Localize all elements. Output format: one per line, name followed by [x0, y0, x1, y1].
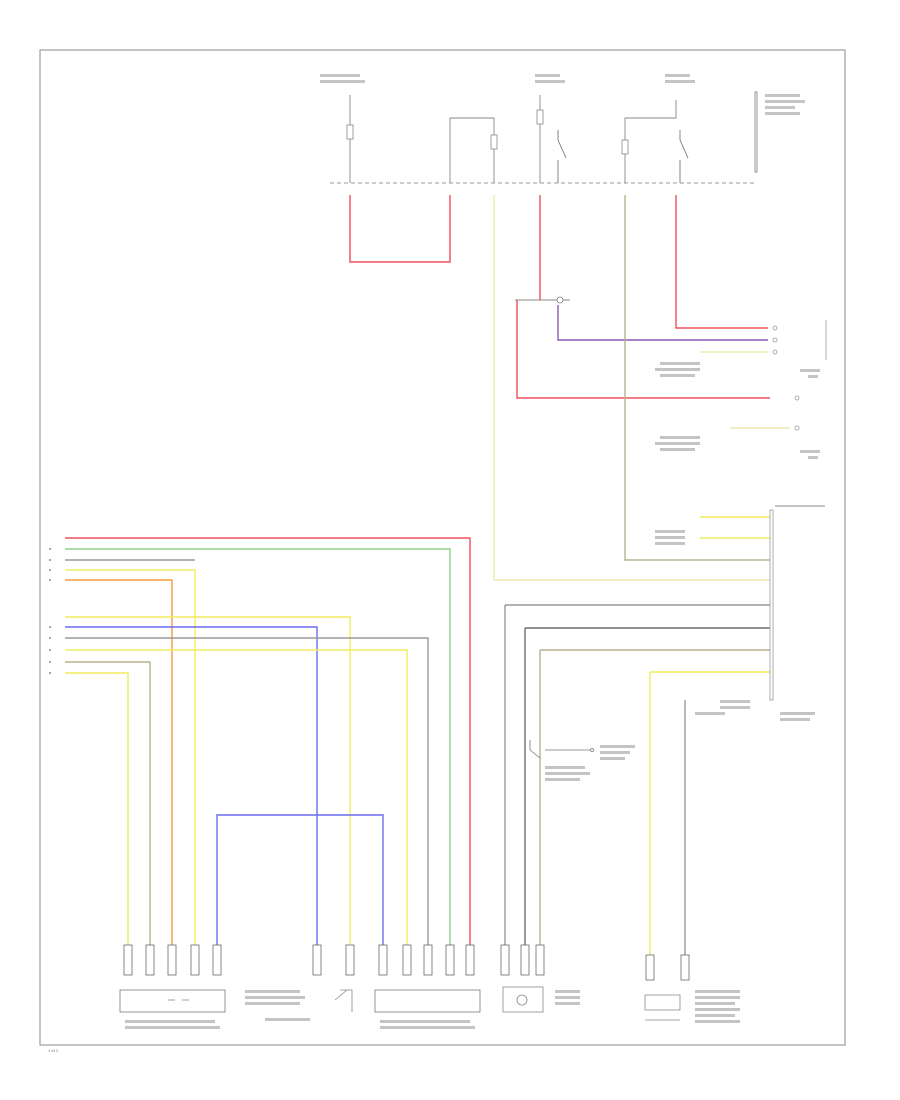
- wire-red-right-top: [675, 195, 768, 329]
- ground-icon: [515, 296, 570, 304]
- fuse-icon: [490, 134, 498, 150]
- connector-icon: [520, 944, 530, 976]
- wire-green-left: [65, 548, 451, 960]
- connector-icon: [167, 944, 177, 976]
- connector-icon: [500, 944, 510, 976]
- wire-blue-left: [65, 626, 318, 960]
- footer-code: 1 of 2: [48, 1049, 58, 1053]
- wire-yellow-left-a: [65, 569, 196, 960]
- wire-red-left: [65, 537, 471, 960]
- connector-pins: [123, 944, 690, 981]
- left-module-box: [119, 989, 226, 1013]
- connector-icon: [535, 944, 545, 976]
- switch-icon: [557, 130, 567, 183]
- wire-orange-left: [65, 579, 173, 960]
- wire-olive-right: [624, 195, 770, 561]
- label-placeholders: [125, 74, 825, 1029]
- connector-icon: [312, 944, 322, 976]
- right-sensor-a: [502, 986, 544, 1013]
- connector-icon: [123, 944, 133, 976]
- connector-icon: [445, 944, 455, 976]
- connector-icon: [212, 944, 222, 976]
- connector-icon: [645, 954, 655, 981]
- switch-icon: [529, 740, 594, 759]
- right-module-connector: [505, 509, 774, 701]
- connector-icon: [680, 954, 690, 981]
- wire-yellow-left-b: [65, 616, 351, 960]
- connector-icon: [145, 944, 155, 976]
- fuse-icon: [621, 139, 629, 155]
- wire-red-loop: [349, 195, 451, 263]
- wire-blue-bridge: [216, 814, 384, 960]
- connector-icon: [402, 944, 412, 976]
- connector-icon: [190, 944, 200, 976]
- fuse-icon: [536, 109, 544, 125]
- right-sensor-b: [644, 994, 681, 1021]
- wire-purple: [557, 305, 768, 341]
- wire-gray-left-b: [65, 637, 429, 960]
- fuse-icon: [346, 124, 354, 140]
- connector-icon: [345, 944, 355, 976]
- wire-olive-left-a: [65, 661, 151, 960]
- fuse-panel: [346, 95, 689, 183]
- connector-icon: [423, 944, 433, 976]
- wire-pale-yellow-long: [493, 195, 770, 581]
- right-terminal-markers: [772, 320, 827, 431]
- connector-icon: [378, 944, 388, 976]
- wire-olive-left-b: [65, 672, 129, 960]
- center-module-box: [374, 989, 481, 1013]
- wire-yellow-left-c: [65, 649, 408, 960]
- switch-icon: [679, 130, 689, 183]
- diagram-border: [39, 49, 846, 1046]
- center-left-switch: [334, 989, 353, 1012]
- connector-icon: [465, 944, 475, 976]
- wire-red-to-right: [516, 300, 770, 399]
- left-terminal-markers: [49, 548, 51, 674]
- fuse-box-right-bracket: [754, 91, 758, 173]
